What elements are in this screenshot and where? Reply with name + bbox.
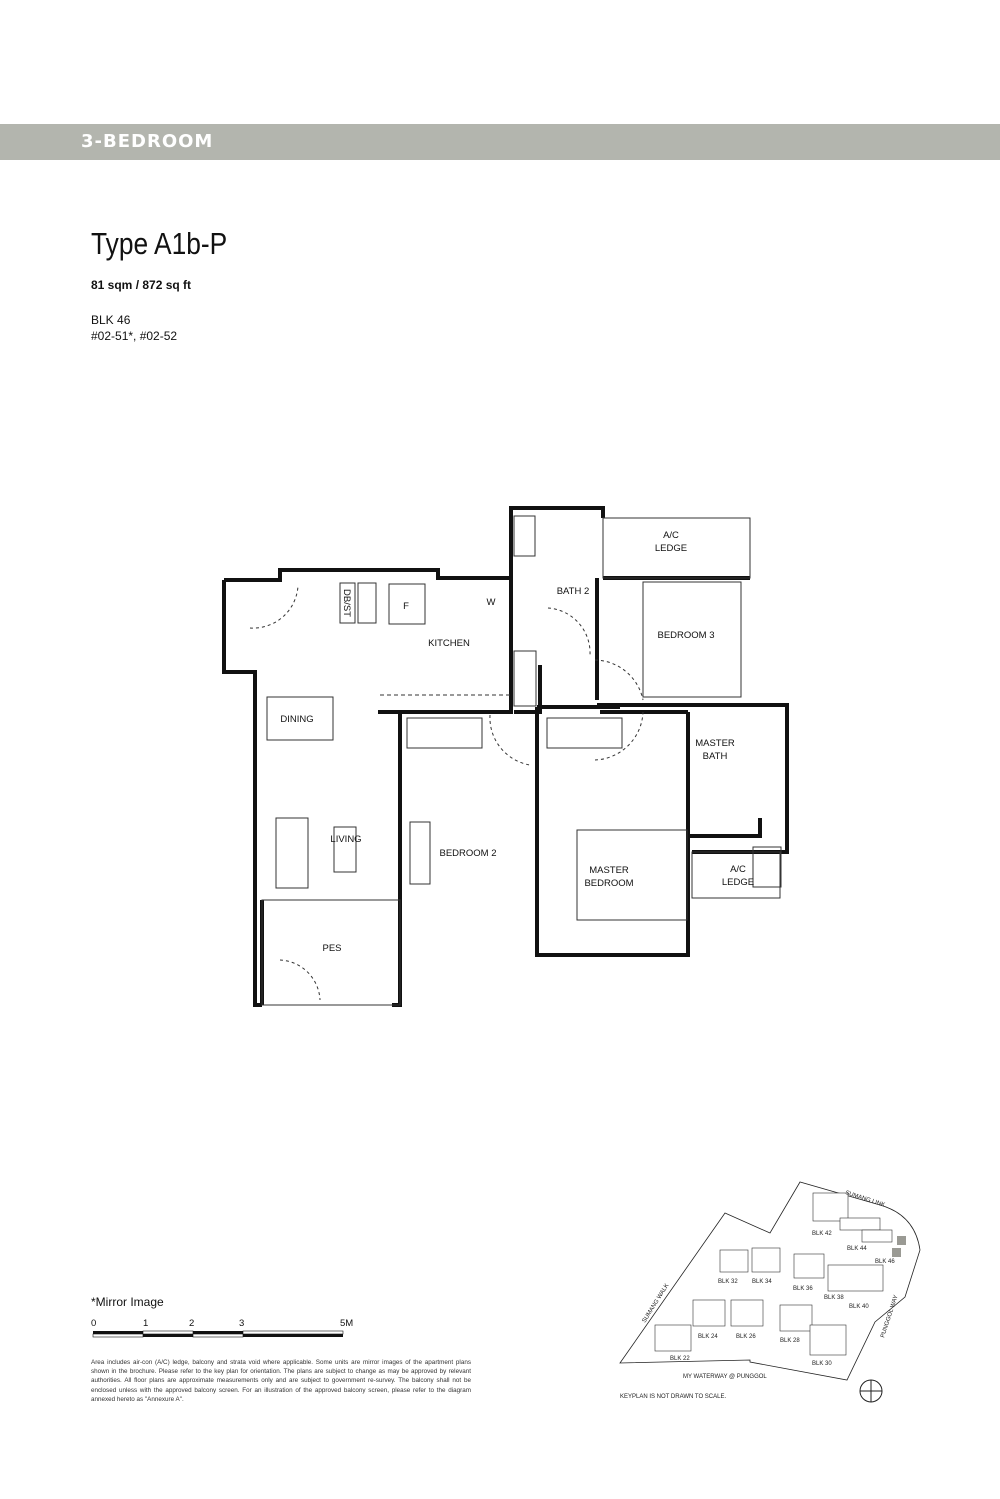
blk34-label: BLK 34	[752, 1279, 772, 1285]
living-label: LIVING	[330, 834, 361, 845]
blk30-label: BLK 30	[812, 1361, 832, 1367]
blk26-label: BLK 26	[736, 1334, 756, 1340]
master-bath-label-2: BATH	[703, 751, 728, 762]
blk40-label: BLK 40	[849, 1304, 869, 1310]
road-my-waterway: MY WATERWAY @ PUNGGOL	[683, 1374, 767, 1380]
keyplan-note: KEYPLAN IS NOT DRAWN TO SCALE.	[620, 1394, 726, 1400]
scale-tick-2: 2	[189, 1318, 194, 1329]
blk44-label: BLK 44	[847, 1246, 867, 1252]
scale-tick-5m: 5M	[340, 1318, 353, 1329]
highlight-unit-52	[892, 1248, 901, 1257]
room-labels: A/C LEDGE BATH 2 DB/ST F W KITCHEN BEDRO…	[280, 530, 754, 954]
scale-tick-1: 1	[143, 1318, 148, 1329]
blk24-label: BLK 24	[698, 1334, 718, 1340]
dining-label: DINING	[280, 714, 313, 725]
blk28-label: BLK 28	[780, 1338, 800, 1344]
bedroom2-label: BEDROOM 2	[439, 848, 496, 859]
ac-ledge-top-label-1: A/C	[663, 530, 679, 541]
scale-tick-0: 0	[91, 1318, 96, 1329]
blk36-label: BLK 36	[793, 1286, 813, 1292]
unit-area: 81 sqm / 872 sq ft	[91, 278, 192, 292]
fridge-label: F	[403, 601, 409, 612]
mirror-image-note: *Mirror Image	[91, 1295, 164, 1309]
master-bedroom-label-2: BEDROOM	[584, 878, 633, 889]
ac-ledge-top-label-2: LEDGE	[655, 543, 687, 554]
dbst-label: DB/ST	[341, 589, 352, 617]
keyplan: BLK 22 BLK 24 BLK 26 BLK 28 BLK 30 BLK 3…	[619, 1181, 921, 1403]
blk42-label: BLK 42	[812, 1231, 832, 1237]
washer-label: W	[487, 597, 496, 608]
blk32-label: BLK 32	[718, 1279, 738, 1285]
master-bath-label-1: MASTER	[695, 738, 735, 749]
pes-label: PES	[322, 943, 341, 954]
blk38-label: BLK 38	[824, 1295, 844, 1301]
disclaimer-text: Area includes air-con (A/C) ledge, balco…	[91, 1359, 471, 1403]
kitchen-label: KITCHEN	[428, 638, 470, 649]
master-bedroom-label-1: MASTER	[589, 865, 629, 876]
unit-type-title: Type A1b-P	[91, 226, 228, 261]
highlight-unit-51	[897, 1236, 906, 1245]
road-sumang-link: SUMANG LINK	[844, 1190, 885, 1208]
ac-ledge-bottom-label-1: A/C	[730, 864, 746, 875]
bath2-label: BATH 2	[557, 586, 590, 597]
road-sumang-walk: SUMANG WALK	[642, 1283, 671, 1324]
blk22-label: BLK 22	[670, 1356, 690, 1362]
ac-ledge-bottom-label-2: LEDGE	[722, 877, 754, 888]
unit-block-info: BLK 46 #02-51*, #02-52	[91, 312, 177, 344]
scale-bar: 0 1 2 3 5M	[91, 1318, 353, 1338]
block-footprints	[654, 1192, 893, 1356]
road-punggol-way: PUNGGOL WAY	[880, 1294, 899, 1338]
blk46-label: BLK 46	[875, 1259, 895, 1265]
bedroom3-label: BEDROOM 3	[657, 630, 714, 641]
block-number: BLK 46	[91, 313, 131, 327]
north-compass-icon	[859, 1379, 883, 1403]
scale-tick-3: 3	[239, 1318, 244, 1329]
section-header-band: 3-BEDROOM	[0, 124, 1000, 160]
unit-numbers: #02-51*, #02-52	[91, 329, 178, 343]
section-title: 3-BEDROOM	[81, 131, 214, 152]
thin-lines	[249, 515, 782, 1006]
